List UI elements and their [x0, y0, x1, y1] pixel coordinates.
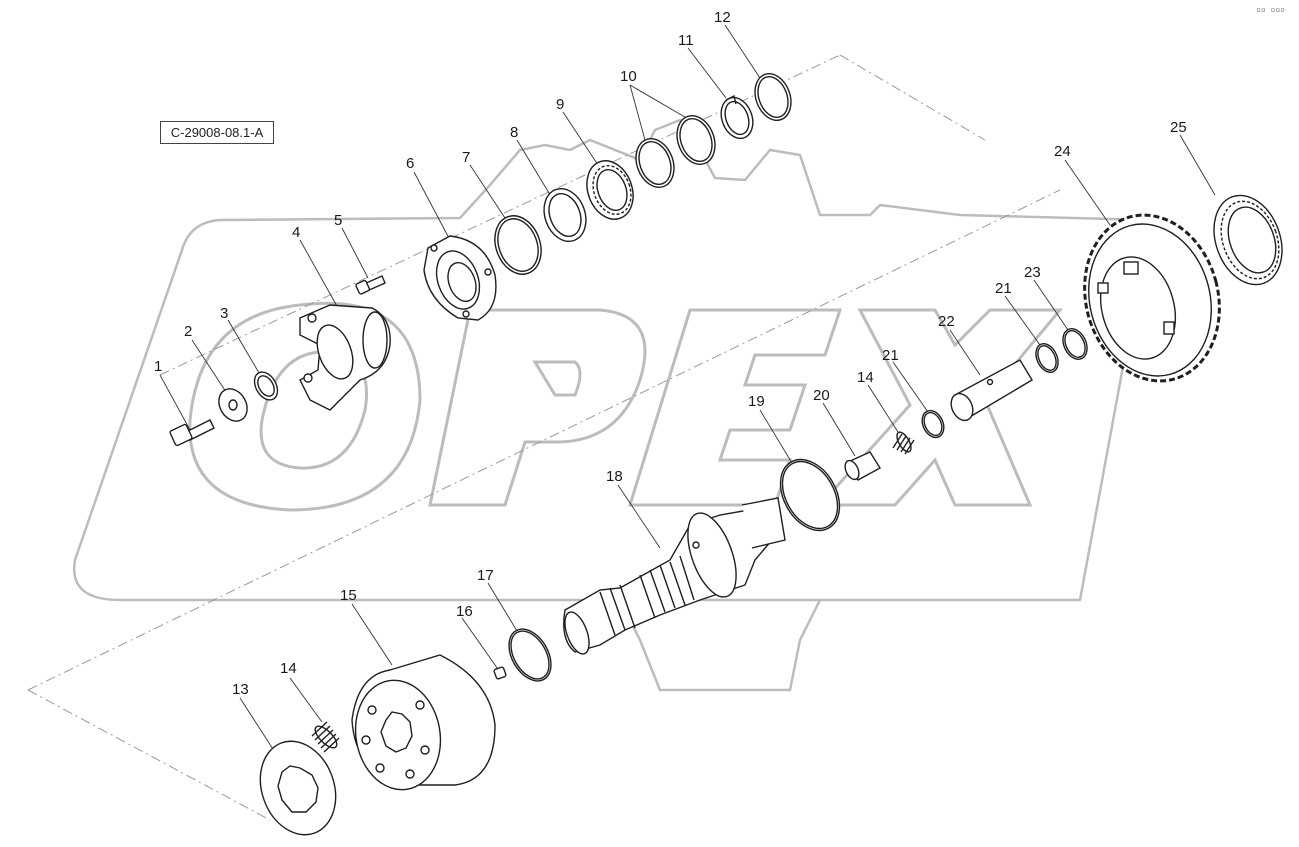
part-5-bolt	[355, 275, 386, 295]
part-18-shaft	[563, 497, 786, 655]
part-10-ring-a	[635, 138, 675, 188]
callout-14-upper: 14	[857, 369, 874, 386]
part-14-spring-lower	[311, 721, 340, 753]
part-25-bearing	[1213, 194, 1283, 286]
callout-24: 24	[1054, 143, 1071, 160]
callout-21-upper: 21	[995, 280, 1012, 297]
part-16-plug	[493, 666, 507, 680]
callout-2: 2	[184, 323, 192, 340]
callout-10: 10	[620, 68, 637, 85]
part-10-ring-b	[676, 115, 716, 165]
part-8-ring	[543, 188, 587, 242]
callout-19: 19	[748, 393, 765, 410]
callout-21-lower: 21	[882, 347, 899, 364]
part-6-flange	[423, 235, 497, 321]
callout-15: 15	[340, 587, 357, 604]
part-20-piston	[844, 451, 881, 481]
part-21-o-ring-upper	[1035, 343, 1059, 373]
part-1-bolt	[169, 419, 215, 447]
part-9-bearing	[586, 160, 634, 220]
callout-1: 1	[154, 358, 162, 375]
callout-11: 11	[678, 32, 694, 49]
watermark-p	[428, 308, 647, 507]
part-14-spring-upper	[892, 431, 915, 455]
callout-16: 16	[456, 603, 473, 620]
part-11-snap-ring	[720, 94, 754, 140]
part-12-ring	[754, 73, 792, 121]
leader-lines	[159, 24, 1216, 761]
callout-14-lower: 14	[280, 660, 297, 677]
parts	[169, 73, 1283, 836]
drawing-code-label: C-29008-08.1-A	[160, 121, 274, 144]
part-15-hub	[351, 654, 496, 791]
part-21-o-ring-lower	[921, 409, 945, 439]
part-2-washer	[218, 388, 248, 422]
callout-12: 12	[714, 9, 731, 26]
watermark-gear-outline	[72, 118, 1152, 692]
part-3-o-ring	[253, 371, 279, 401]
part-13-disc	[259, 740, 337, 836]
part-24-gear	[1083, 213, 1221, 383]
part-4-yoke	[299, 304, 391, 411]
part-17-o-ring	[508, 628, 552, 682]
callout-9: 9	[556, 96, 564, 113]
callout-20: 20	[813, 387, 830, 404]
callout-6: 6	[406, 155, 414, 172]
part-22-pin	[950, 359, 1033, 422]
callout-13: 13	[232, 681, 249, 698]
callout-3: 3	[220, 305, 228, 322]
part-23-snap-ring	[1062, 328, 1088, 360]
part-19-o-ring	[779, 458, 841, 532]
callout-4: 4	[292, 224, 300, 241]
callout-8: 8	[510, 124, 518, 141]
callout-18: 18	[606, 468, 623, 485]
callout-25: 25	[1170, 119, 1187, 136]
callout-labels: 1 2 3 4 5 6 7 8 9 10 11 12 13 14 14 15 1…	[154, 9, 1187, 698]
corner-mark: ▫▫ ▫▫▫	[1256, 5, 1285, 14]
callout-7: 7	[462, 149, 470, 166]
callout-22: 22	[938, 313, 955, 330]
part-7-ring	[494, 215, 542, 275]
watermark-o	[188, 301, 422, 512]
callout-17: 17	[477, 567, 494, 584]
callout-23: 23	[1024, 264, 1041, 281]
callout-5: 5	[334, 212, 342, 229]
